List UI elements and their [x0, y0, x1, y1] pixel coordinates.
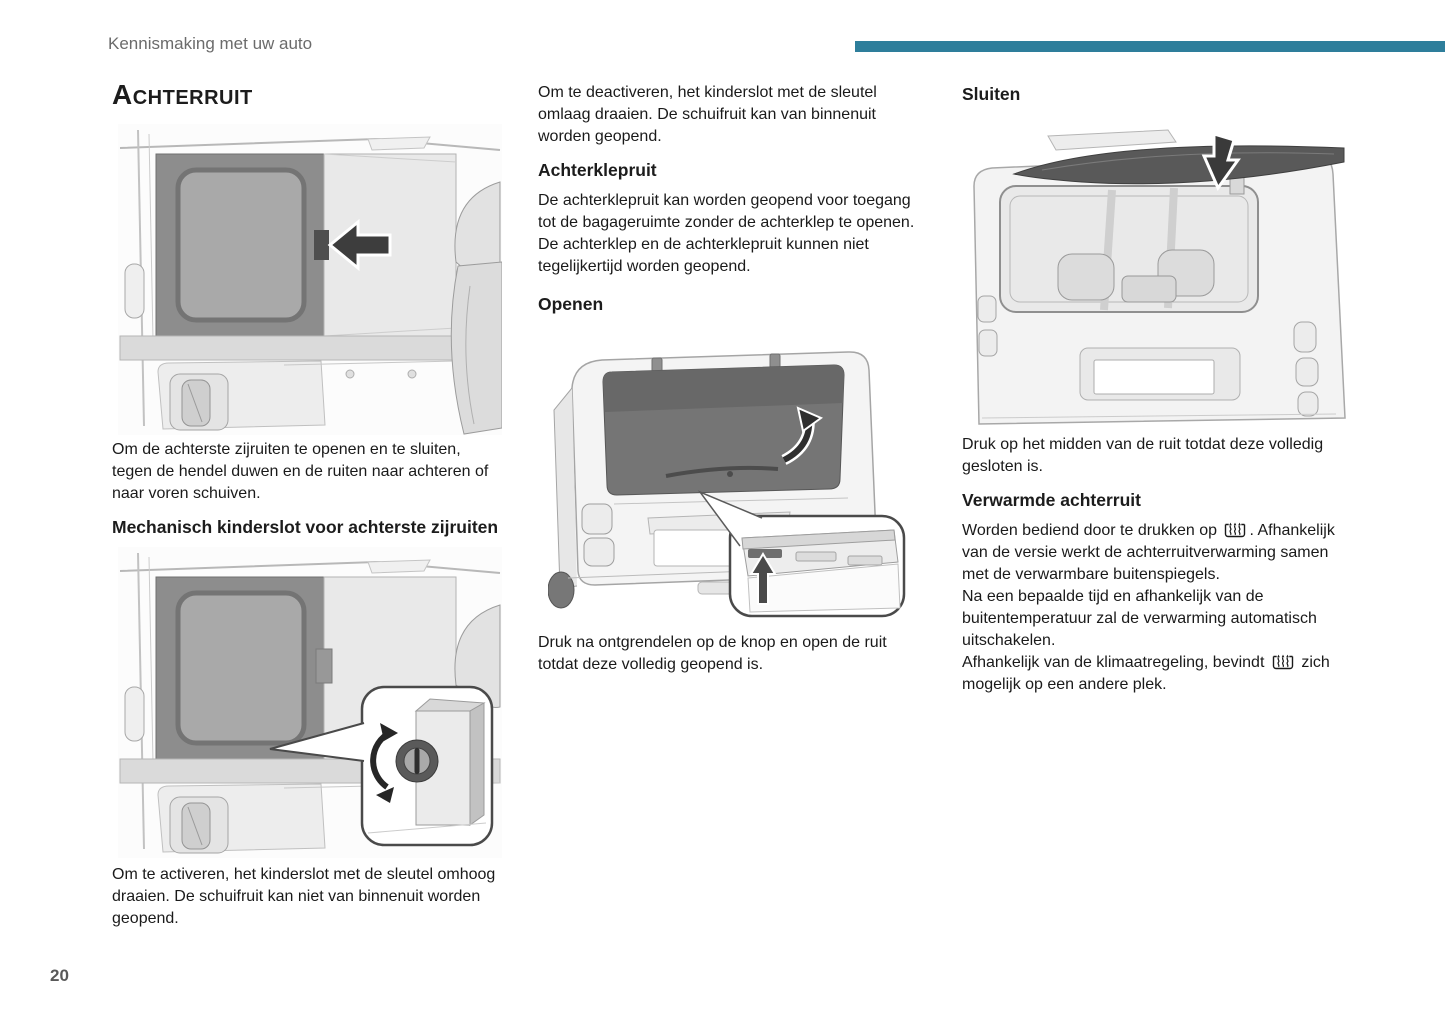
license-plate [1093, 359, 1215, 395]
press-button-arrow [749, 552, 777, 605]
heading-child-lock: Mechanisch kinderslot voor achterste zij… [112, 517, 499, 537]
raised-glass-wing [1012, 145, 1345, 185]
section-title: Achterruit [112, 79, 253, 110]
para-tailgate-window-a: De achterklepruit kan worden geopend voo… [538, 192, 915, 231]
heading-tailgate-window: Achterklepruit [538, 160, 657, 180]
release-button [748, 549, 782, 558]
rear-window-open-illustration [548, 328, 910, 620]
para-deactivate-child-lock: Om te deactiveren, het kinderslot met de… [538, 84, 877, 145]
rear-window-demist-icon [1225, 522, 1246, 538]
sliding-side-window-illustration [118, 124, 502, 435]
para-activate-child-lock: Om te activeren, het kinderslot met de s… [112, 866, 496, 927]
heading-heated-rear-window: Verwarmde achterruit [962, 490, 1141, 510]
para-tailgate-window-b: De achterklep en de achterklepruit kunne… [538, 236, 869, 275]
page-number: 20 [50, 966, 69, 985]
para-location-after-icon: zich mogelijk op een andere plek. [962, 654, 1330, 693]
middle-column: Om te deactiveren, het kinderslot met de… [538, 80, 930, 676]
seat-headrest [1057, 253, 1115, 301]
right-column: Sluiten Druk op het midden van [962, 80, 1354, 696]
taillight [581, 503, 613, 535]
rotate-key-arrow [370, 730, 391, 790]
para-heated-rear-window: Worden bediend door te drukken op . Afha… [962, 520, 1354, 586]
para-open-side-windows: Om de achterste zijruiten te openen en t… [112, 441, 489, 502]
para-heated-after-icon: . Afhankelijk van de versie werkt de ach… [962, 522, 1335, 583]
left-column: Achterruit Om de [112, 80, 504, 930]
para-open-window: Druk na ontgrendelen op de knop en open … [538, 634, 887, 673]
running-header: Kennismaking met uw auto [108, 34, 313, 53]
accent-bar [855, 41, 1445, 52]
para-heated-location: Afhankelijk van de klimaatregeling, bevi… [962, 652, 1354, 696]
rear-wiper [665, 465, 779, 478]
rear-window-close-illustration [962, 126, 1347, 426]
heading-open: Openen [538, 294, 604, 314]
close-direction-arrow [1201, 131, 1241, 192]
para-close-window: Druk op het midden van de ruit totdat de… [962, 436, 1324, 475]
para-location-before-icon: Afhankelijk van de klimaatregeling, bevi… [962, 654, 1265, 671]
child-lock-illustration [118, 547, 502, 858]
para-heated-timeout: Na een bepaalde tijd en afhankelijk van … [962, 588, 1317, 649]
para-heated-before-icon: Worden bediend door te drukken op [962, 522, 1217, 539]
slide-direction-arrow [327, 218, 392, 272]
heading-close: Sluiten [962, 84, 1021, 104]
rear-window-demist-icon [1272, 654, 1294, 670]
